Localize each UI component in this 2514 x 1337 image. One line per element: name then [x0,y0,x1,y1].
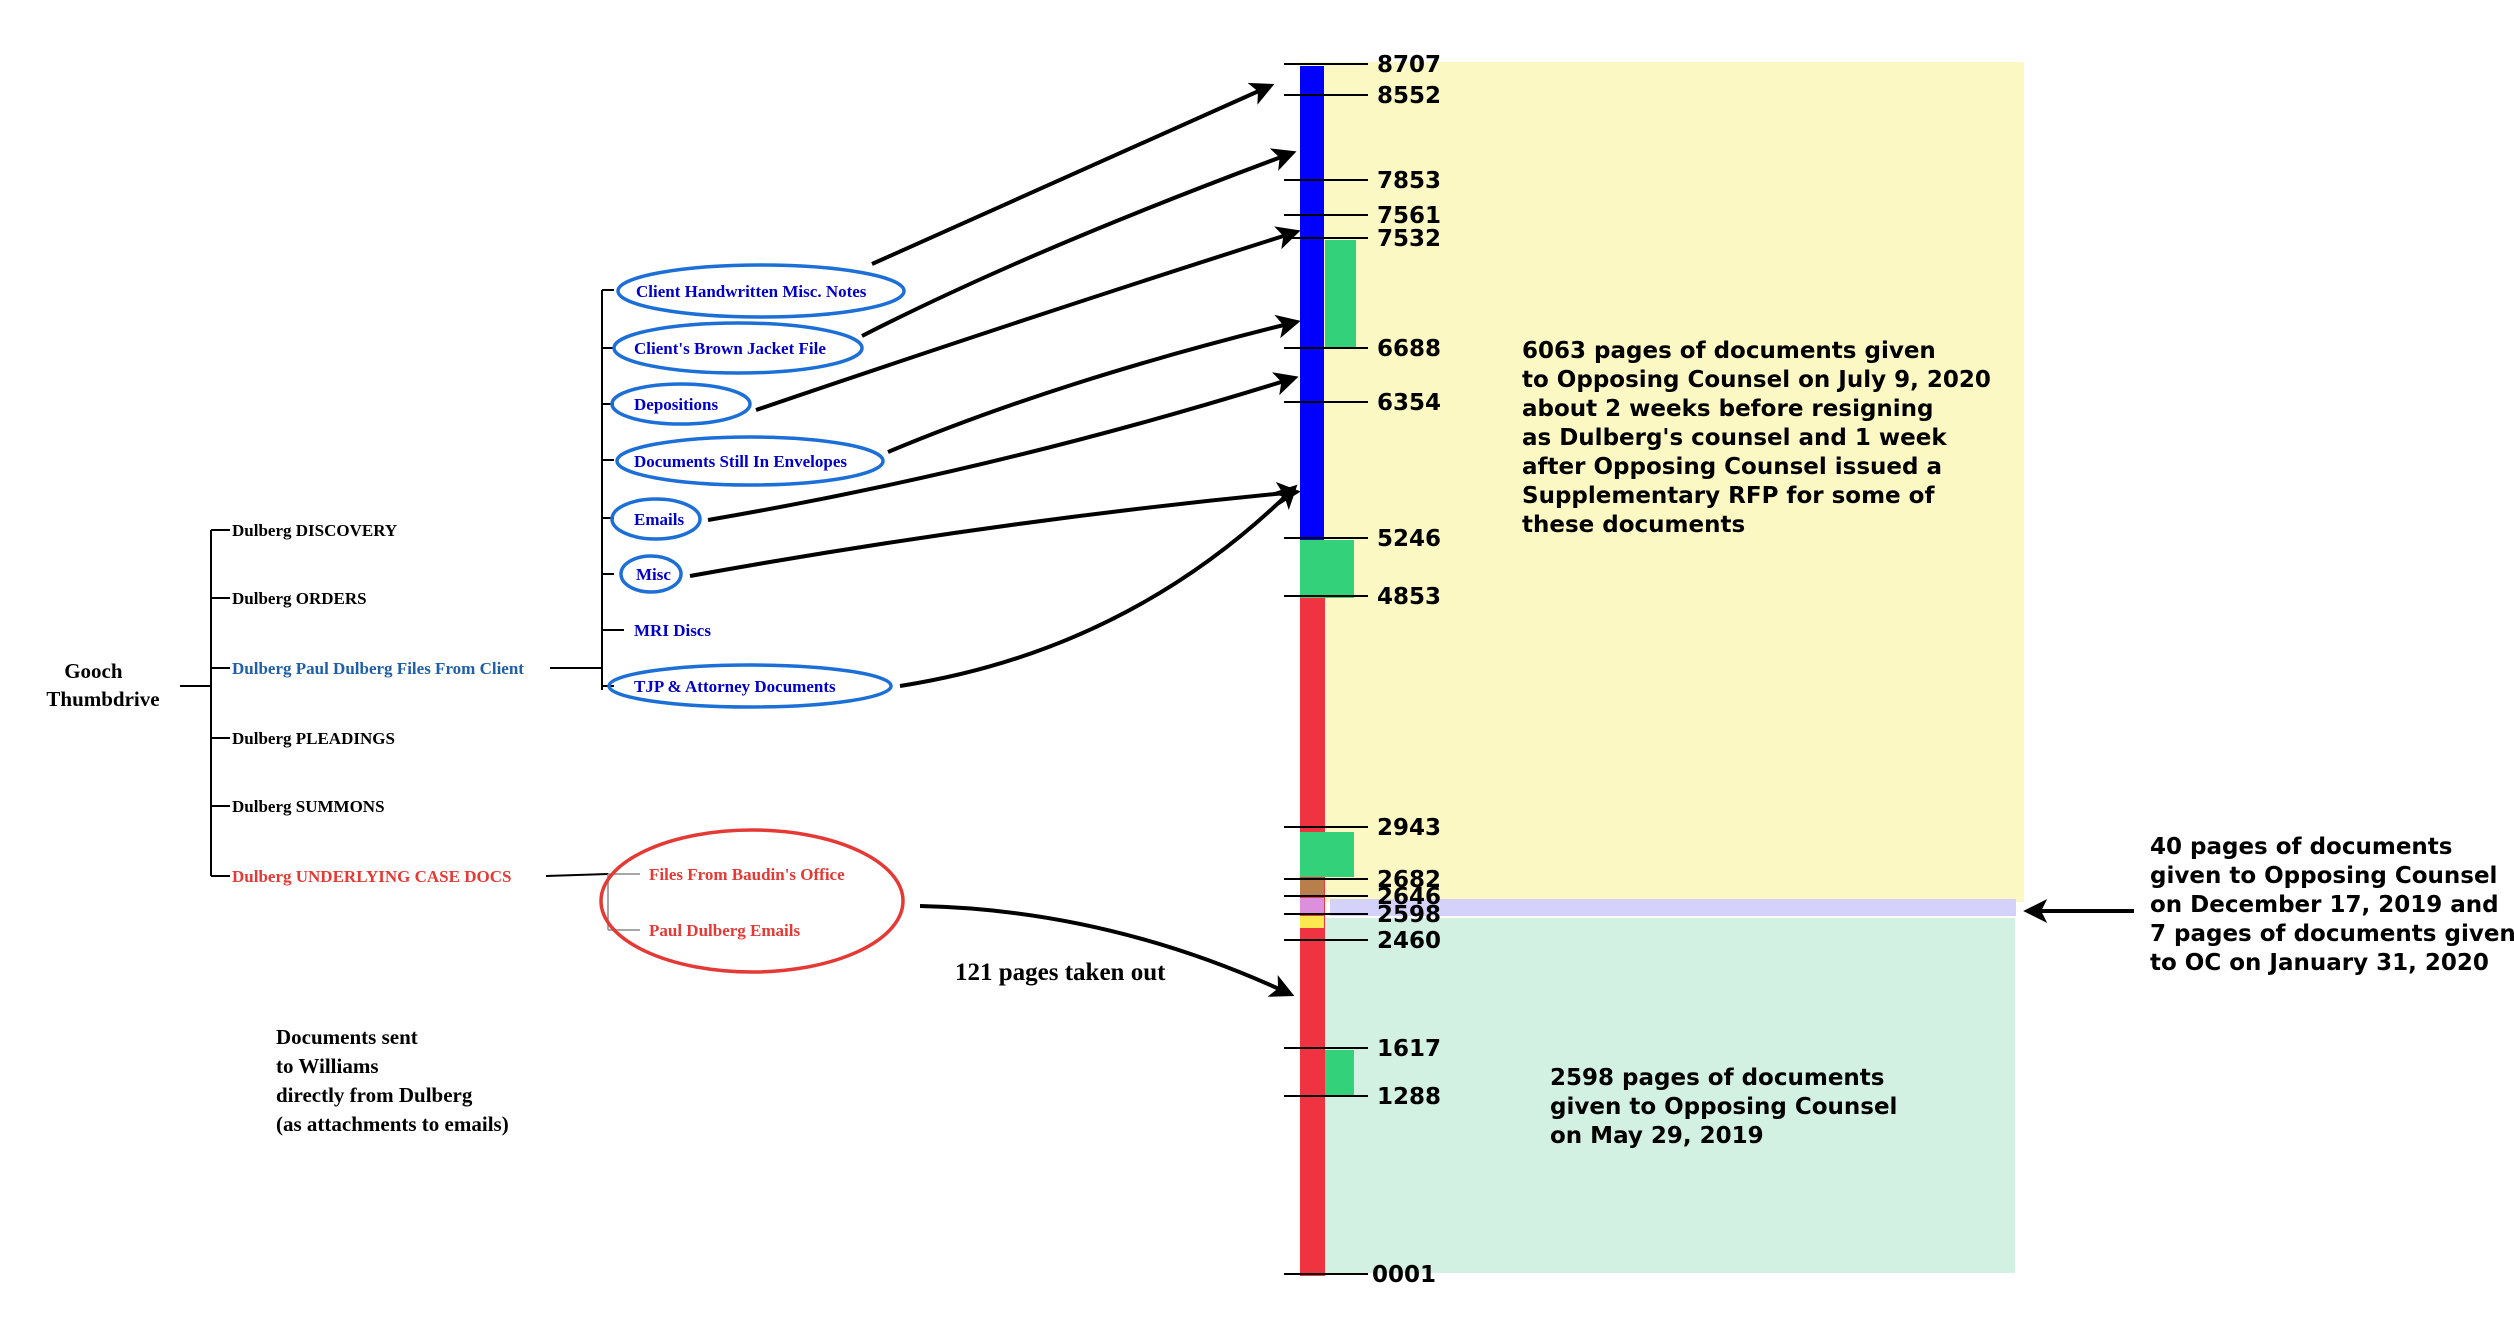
arrow-depositions [755,226,1301,412]
subfolder-mri-discs: MRI Discs [634,621,711,640]
folder-underlying-case-docs: Dulberg UNDERLYING CASE DOCS [232,867,511,886]
tick-label-0001: 0001 [1372,1262,1436,1288]
tick-label-8707: 8707 [1377,52,1441,78]
tick-label-8552: 8552 [1377,83,1441,109]
yellow-band [1300,916,1324,928]
pink-band [1300,898,1324,915]
green-block-7532-6688 [1325,240,1356,348]
subfolder-depositions: Depositions [634,395,718,414]
tick-label-6354: 6354 [1377,390,1441,416]
tick-label-7853: 7853 [1377,168,1441,194]
folder-pleadings: Dulberg PLEADINGS [232,729,395,748]
folder-orders: Dulberg ORDERS [232,589,367,608]
subfolder-emails: Emails [634,510,684,529]
folder-summons: Dulberg SUMMONS [232,797,385,816]
green-block-5246-4853 [1300,540,1354,598]
may-2019-region [1320,918,2015,1273]
tick-label-6688: 6688 [1377,336,1441,362]
july-2020-region [1300,62,2024,902]
arrow-taken-out [919,904,1295,997]
tick-label-2943: 2943 [1377,815,1441,841]
tick-label-1617: 1617 [1377,1036,1441,1062]
annotation-may-2019: 2598 pages of documents given to Opposin… [1550,1065,1905,1149]
client-subfolder-ellipses [607,263,906,709]
tick-label-4853: 4853 [1377,584,1441,610]
note-documents-to-williams: Documents sent to Williams directly from… [276,1025,509,1136]
brown-band [1300,880,1324,896]
tick-label-5246: 5246 [1377,526,1441,552]
subfolder-baudins-office: Files From Baudin's Office [649,865,845,884]
bar-blue-section [1300,66,1324,540]
note-taken-out: 121 pages taken out [955,959,1166,986]
tick-label-2460: 2460 [1377,928,1441,954]
tick-label-7532: 7532 [1377,226,1441,252]
green-block-2943-2682 [1300,832,1354,877]
arrow-documents-in-envelopes [887,314,1301,454]
dec-2019-band [1330,899,2016,916]
arrow-brown-jacket-file [861,148,1297,338]
subfolder-brown-jacket-file: Client's Brown Jacket File [634,339,826,358]
arrow-emails [707,372,1299,522]
subfolder-documents-in-envelopes: Documents Still In Envelopes [634,452,847,471]
tree-lines [180,289,640,931]
tick-label-2682: 2682 [1377,867,1441,893]
arrow-tjp-attorney [899,484,1298,688]
tick-label-1288: 1288 [1377,1084,1441,1110]
folder-files-from-client: Dulberg Paul Dulberg Files From Client [232,659,524,678]
subfolder-tjp-attorney-documents: TJP & Attorney Documents [634,677,836,696]
tick-label-2646: 2646 [1377,884,1441,910]
tick-label-2598: 2598 [1377,902,1441,928]
arrow-handwritten-notes [871,82,1275,266]
root-label: Gooch Thumbdrive [46,659,159,711]
arrow-misc [689,481,1301,578]
folder-discovery: Dulberg DISCOVERY [232,521,397,540]
bar-red-section [1300,598,1325,1276]
arrows [689,82,2134,997]
annotation-july-2020: 6063 pages of documents given to Opposin… [1522,338,1999,538]
subfolder-paul-dulberg-emails: Paul Dulberg Emails [649,921,801,940]
tick-label-7561: 7561 [1377,203,1441,229]
annotation-dec-2019: 40 pages of documents given to Opposing … [2150,834,2514,976]
subfolder-handwritten-notes: Client Handwritten Misc. Notes [636,282,867,301]
green-block-1617-1288 [1325,1050,1354,1096]
subfolder-misc: Misc [636,565,671,584]
underlying-subfolders-ellipse [599,828,905,974]
